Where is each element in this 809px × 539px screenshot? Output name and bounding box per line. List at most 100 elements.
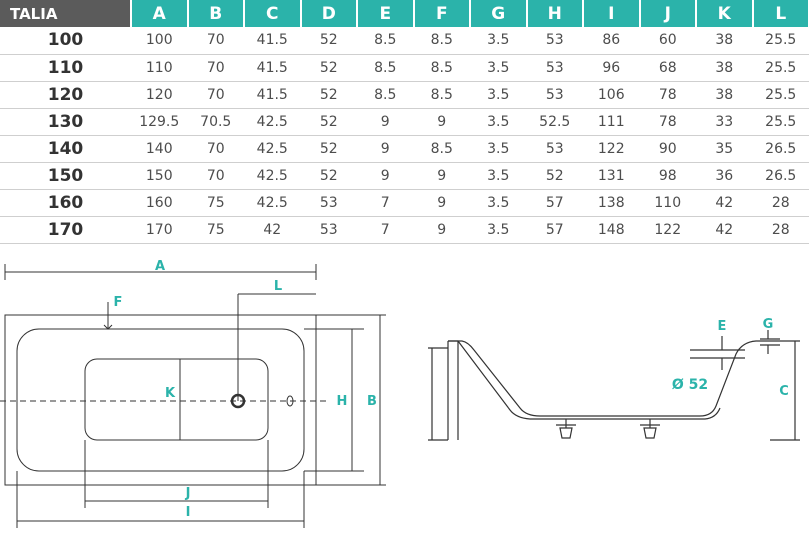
column-header-l: L [752, 0, 809, 27]
dimension-cell-e: 8.5 [357, 27, 414, 55]
dimension-cell-a: 100 [131, 27, 188, 55]
dimension-cell-c: 42.5 [244, 135, 301, 163]
model-cell: 120 [0, 81, 131, 109]
tub-bottom [84, 358, 269, 441]
column-header-d: D [300, 0, 358, 27]
dimension-cell-a: 120 [131, 81, 188, 109]
overflow-icon [286, 395, 294, 407]
column-header-k: K [696, 0, 754, 27]
dimension-cell-c: 41.5 [244, 27, 301, 55]
column-header-i: I [583, 0, 641, 27]
dimension-cell-d: 52 [300, 135, 357, 163]
column-header-j: J [639, 0, 697, 27]
label-f: F [114, 295, 123, 310]
label-k: K [165, 386, 176, 401]
dimension-cell-h: 53 [526, 81, 583, 109]
column-header-g: G [470, 0, 528, 27]
dimension-cell-l: 28 [752, 216, 809, 245]
dimension-cell-a: 129.5 [131, 108, 188, 136]
label-drain-diameter: Ø 52 [672, 377, 708, 393]
dimension-cell-e: 8.5 [357, 81, 414, 109]
dimension-cell-d: 52 [300, 27, 357, 55]
dimension-cell-i: 106 [583, 81, 640, 109]
dimension-cell-j: 90 [639, 135, 696, 163]
column-header-c: C [244, 0, 302, 27]
dimension-cell-g: 3.5 [470, 27, 527, 55]
model-cell: 170 [0, 216, 131, 245]
dimension-cell-j: 60 [639, 27, 696, 55]
dimension-cell-h: 52 [526, 162, 583, 191]
dimension-cell-k: 38 [696, 27, 753, 55]
label-e: E [718, 319, 727, 334]
dimension-cell-a: 160 [131, 189, 188, 218]
model-cell: 110 [0, 54, 131, 82]
dimension-cell-g: 3.5 [470, 216, 527, 245]
dimension-cell-g: 3.5 [470, 108, 527, 136]
dimension-cell-k: 33 [696, 108, 753, 136]
model-cell: 150 [0, 162, 131, 191]
dimension-cell-b: 75 [187, 189, 244, 218]
dimension-cell-e: 9 [357, 162, 414, 191]
dimension-cell-f: 9 [413, 189, 470, 218]
dimension-cell-l: 25.5 [752, 108, 809, 136]
dimension-cell-j: 78 [639, 81, 696, 109]
dimension-cell-a: 170 [131, 216, 188, 245]
label-g: G [763, 317, 774, 332]
dimension-cell-h: 57 [526, 216, 583, 245]
dimension-cell-f: 8.5 [413, 135, 470, 163]
dimension-cell-d: 52 [300, 162, 357, 191]
dimension-cell-i: 86 [583, 27, 640, 55]
dimension-cell-i: 148 [583, 216, 640, 245]
dimension-cell-l: 25.5 [752, 27, 809, 55]
dimension-cell-i: 96 [583, 54, 640, 82]
dimension-cell-h: 57 [526, 189, 583, 218]
label-j: J [185, 486, 191, 501]
dimension-cell-j: 122 [639, 216, 696, 245]
label-l: L [274, 279, 282, 294]
column-header-a: A [131, 0, 189, 27]
model-cell: 140 [0, 135, 131, 163]
model-column-header: TALIA [0, 0, 132, 27]
tub-foot-right [640, 419, 660, 439]
dimension-cell-j: 110 [639, 189, 696, 218]
dimension-cell-j: 98 [639, 162, 696, 191]
dimension-cell-i: 111 [583, 108, 640, 136]
dimension-cell-c: 42.5 [244, 108, 301, 136]
dimension-cell-k: 35 [696, 135, 753, 163]
dimension-cell-b: 70 [187, 27, 244, 55]
dimension-cell-j: 78 [639, 108, 696, 136]
tub-profile-inner [448, 340, 721, 420]
dimension-cell-k: 42 [696, 216, 753, 245]
column-header-f: F [413, 0, 471, 27]
tub-outer-rim [4, 314, 317, 486]
dimension-cell-c: 41.5 [244, 81, 301, 109]
column-header-e: E [357, 0, 415, 27]
model-cell: 100 [0, 27, 131, 55]
dimension-cell-l: 26.5 [752, 135, 809, 163]
dimension-cell-e: 9 [357, 135, 414, 163]
dimension-cell-k: 38 [696, 54, 753, 82]
dimension-cell-l: 28 [752, 189, 809, 218]
dimension-cell-i: 138 [583, 189, 640, 218]
dimension-cell-a: 110 [131, 54, 188, 82]
dimension-cell-f: 8.5 [413, 81, 470, 109]
technical-drawing: A F L K H B J I [0, 259, 800, 528]
dimension-cell-g: 3.5 [470, 135, 527, 163]
top-view [0, 264, 386, 528]
dimension-cell-a: 140 [131, 135, 188, 163]
label-h: H [337, 394, 348, 409]
dimension-cell-b: 70 [187, 81, 244, 109]
dimension-cell-e: 8.5 [357, 54, 414, 82]
tub-foot-left [556, 419, 576, 439]
dimension-cell-d: 52 [300, 108, 357, 136]
side-view [428, 330, 800, 441]
dimension-cell-f: 9 [413, 108, 470, 136]
dimension-cell-g: 3.5 [470, 54, 527, 82]
